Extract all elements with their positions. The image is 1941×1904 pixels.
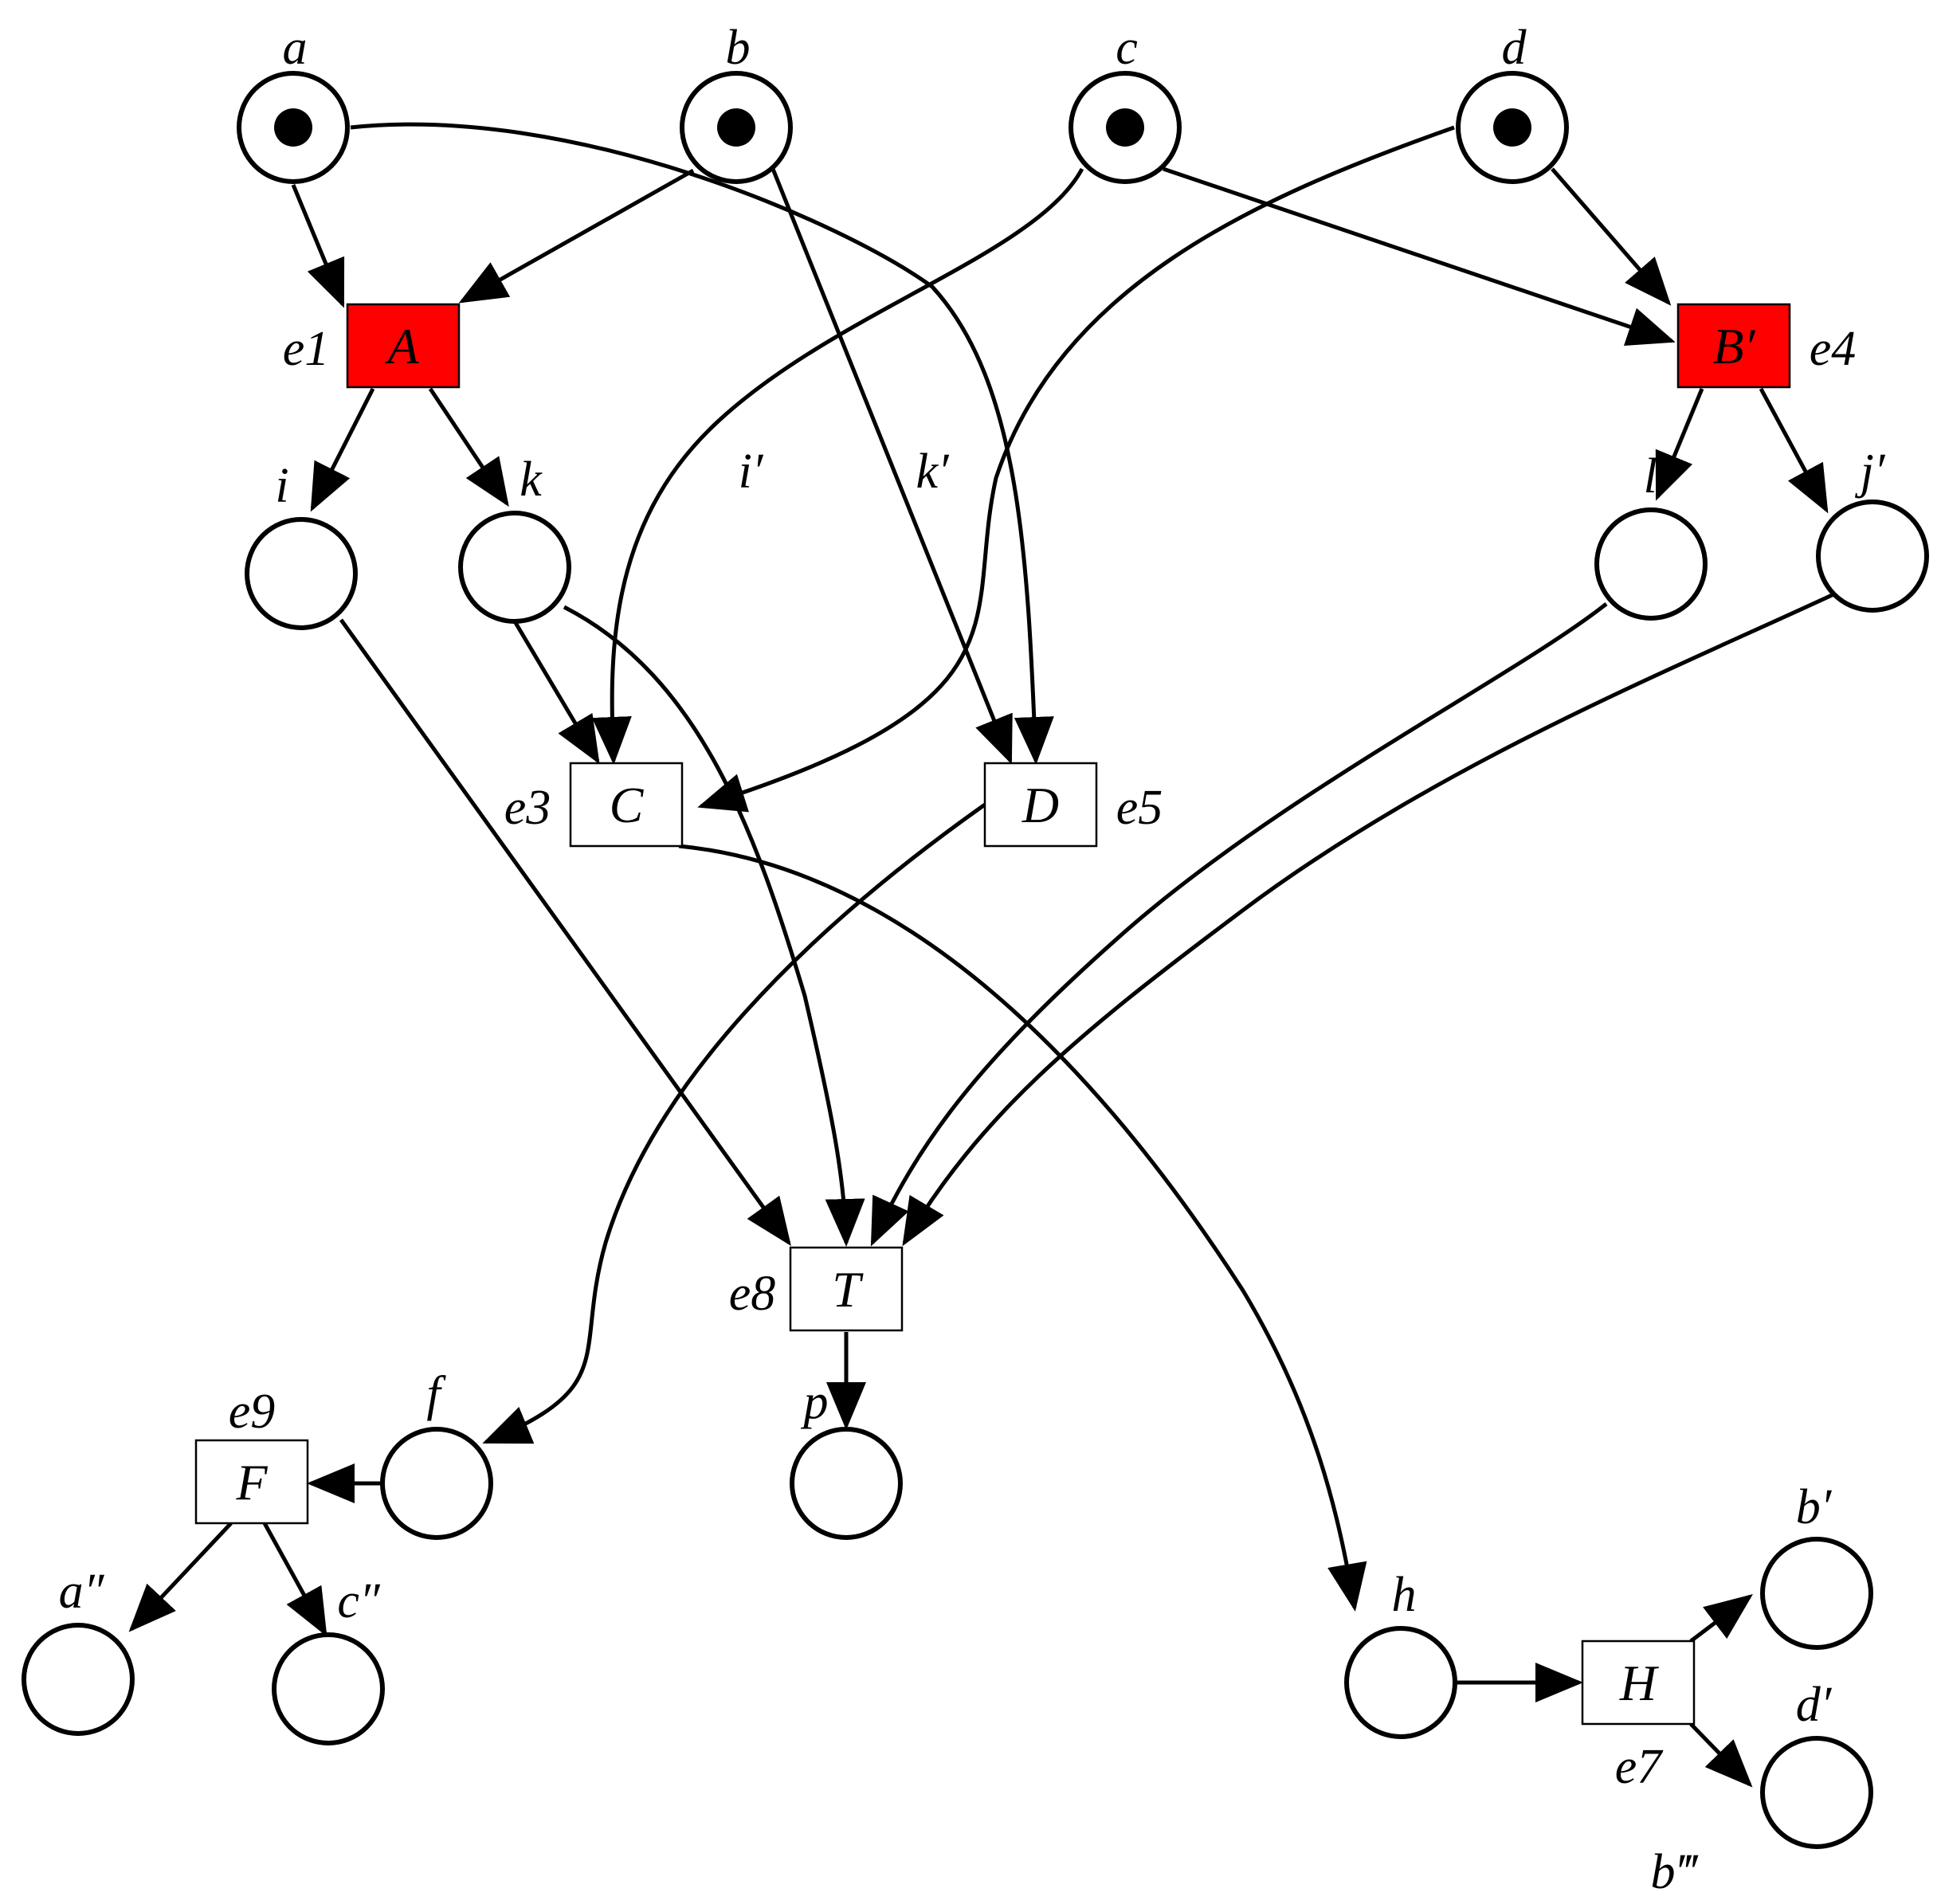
transition-D-label: D	[1021, 777, 1059, 833]
transition-B1-label: B′	[1712, 318, 1755, 374]
arcs	[128, 122, 1842, 1788]
place-i-label: i	[275, 459, 288, 513]
place-j1	[1816, 500, 1929, 613]
arc-a-to-A	[291, 184, 345, 308]
event-e9-label: e9	[229, 1385, 276, 1439]
arc-C-to-h	[678, 844, 1367, 1612]
arc-D-to-f	[482, 802, 986, 1444]
token-a	[274, 108, 312, 147]
arc-A-to-k	[428, 387, 509, 507]
places	[22, 71, 1929, 1849]
place-p-label: p	[801, 1375, 829, 1429]
transition-F	[194, 1439, 309, 1525]
place-h-label: h	[1392, 1568, 1417, 1622]
place-b-label: b	[726, 21, 751, 75]
place-k-label: k	[520, 452, 543, 507]
event-e5-label: e5	[1116, 781, 1163, 835]
arc-a-to-D	[350, 122, 1054, 765]
transition-H	[1581, 1640, 1696, 1726]
arc-F-to-a2	[128, 1522, 233, 1632]
arc-label-k-prime: k′	[916, 445, 950, 499]
event-e3-label: e3	[504, 781, 551, 835]
arc-F-to-c2	[262, 1522, 327, 1637]
place-c2	[272, 1632, 385, 1745]
arc-b-to-A	[458, 168, 695, 304]
place-a-label: a	[283, 21, 308, 75]
arc-d-to-B1	[1551, 167, 1672, 306]
transition-T	[789, 1246, 904, 1332]
transitions	[194, 303, 1791, 1726]
place-b1	[1760, 1537, 1873, 1650]
place-d1	[1760, 1736, 1873, 1849]
arc-B1-to-l1	[1655, 388, 1704, 501]
transition-A-label: A	[384, 318, 419, 374]
arc-l1-to-T	[870, 602, 1608, 1247]
place-h	[1344, 1626, 1457, 1739]
token-c	[1106, 108, 1144, 147]
arc-H-to-b1	[1689, 1593, 1753, 1643]
token-d	[1493, 108, 1531, 147]
arc-c-to-B1	[1163, 167, 1676, 347]
event-e8-label: e8	[729, 1267, 776, 1321]
place-l1-label: l′	[1644, 449, 1669, 503]
transition-D	[983, 762, 1098, 848]
place-c-label: c	[1116, 21, 1138, 75]
transition-C-label: C	[610, 777, 645, 833]
arc-label-i-prime: i′	[739, 445, 764, 499]
place-f-label: f	[426, 1367, 446, 1421]
place-b1-label: b′	[1796, 1480, 1833, 1534]
place-labels: a b c d i k l′ j′ f p a″ c″ h b′ d′	[59, 21, 1886, 1732]
place-i	[245, 517, 358, 630]
place-a2-label: a″	[59, 1565, 105, 1619]
label-b-triple-prime: b‴	[1650, 1845, 1698, 1899]
place-a2	[22, 1623, 135, 1736]
arc-B1-to-j1	[1759, 387, 1829, 514]
transition-A	[346, 303, 461, 389]
place-f	[380, 1427, 493, 1540]
place-c2-label: c″	[337, 1574, 381, 1628]
arc-b-to-D	[771, 168, 1013, 765]
arc-H-to-d1	[1689, 1722, 1753, 1788]
transition-C	[569, 762, 684, 848]
arc-k-to-C	[512, 620, 600, 765]
transition-B1	[1676, 303, 1791, 389]
transition-labels: A B′ C D T F H	[235, 318, 1755, 1711]
arc-k-to-T	[563, 605, 865, 1247]
event-e4-label: e4	[1810, 322, 1857, 376]
arc-j1-to-T	[902, 589, 1842, 1247]
place-d-label: d	[1502, 21, 1527, 75]
event-e1-label: e1	[283, 322, 330, 376]
token-b	[717, 108, 755, 147]
place-l1	[1594, 507, 1708, 621]
transition-T-label: T	[832, 1261, 864, 1318]
transition-F-label: F	[235, 1454, 268, 1510]
place-j1-label: j′	[1855, 445, 1886, 499]
arc-c-to-C	[591, 167, 1084, 765]
arc-i-to-T	[339, 618, 791, 1247]
transition-H-label: H	[1619, 1655, 1660, 1711]
place-p	[790, 1427, 903, 1540]
place-d1-label: d′	[1796, 1678, 1833, 1732]
arc-d-to-C	[697, 125, 1455, 813]
arc-A-to-i	[310, 387, 375, 512]
event-e7-label: e7	[1615, 1740, 1665, 1794]
misc-labels: i′ k′ b‴	[739, 445, 1699, 1899]
place-k	[458, 511, 571, 624]
event-labels: e1 e4 e3 e5 e8 e9 e7	[229, 322, 1857, 1794]
